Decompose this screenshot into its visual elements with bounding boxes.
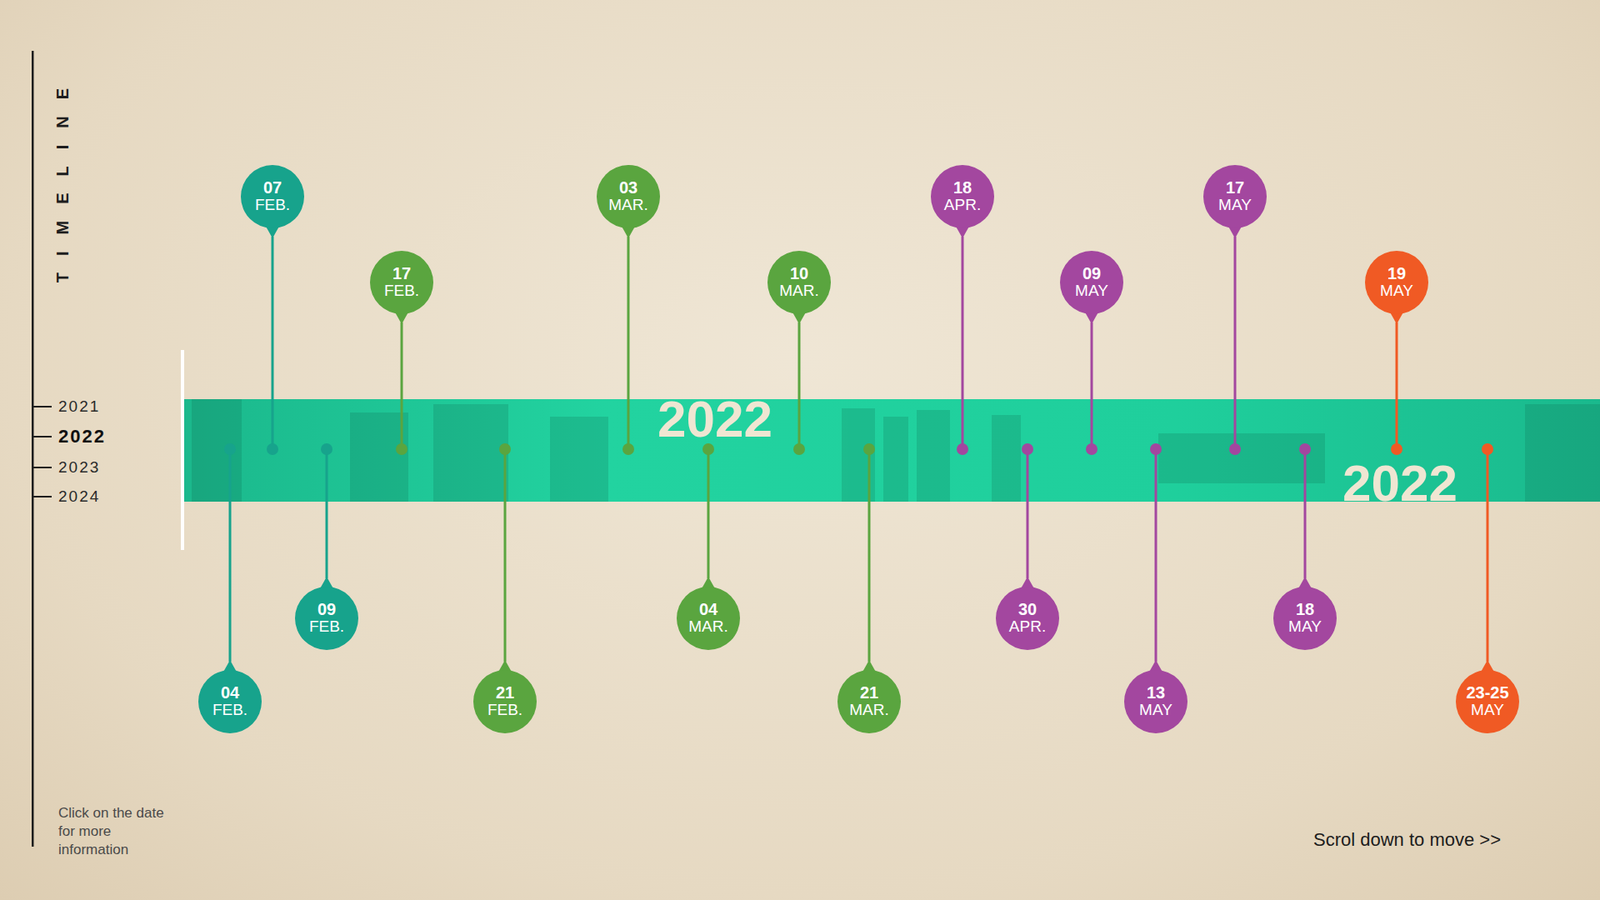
band-dot <box>863 443 875 455</box>
band-dot <box>622 443 635 455</box>
day-number: 10 <box>790 265 809 283</box>
leader-line <box>1304 449 1307 579</box>
month-name: APR. <box>944 196 981 215</box>
band-dot <box>956 443 969 455</box>
day-number: 17 <box>392 265 411 283</box>
band-dot <box>224 443 236 455</box>
month-name: MAR. <box>688 618 729 636</box>
day-number: 19 <box>1387 265 1406 283</box>
year-ticks <box>33 406 52 497</box>
date-pin: 21MAR. <box>837 670 901 734</box>
date-pin: 21FEB. <box>473 670 537 734</box>
date-pin: 18APR. <box>930 165 995 229</box>
year-option: 2021 <box>58 397 100 416</box>
month-name: MAY <box>1218 196 1252 215</box>
band-dot <box>1150 443 1162 455</box>
leader-line <box>961 236 965 450</box>
leader-line <box>707 449 710 579</box>
month-name: MAY <box>1380 282 1414 300</box>
leader-line <box>1395 322 1399 450</box>
month-name: FEB. <box>309 618 345 636</box>
band-year: 2022 <box>657 393 773 445</box>
start-marker-bar <box>180 350 185 550</box>
day-number: 21 <box>860 684 879 702</box>
leader-line <box>1090 322 1094 450</box>
vertical-title: TIMELINE <box>54 70 74 282</box>
day-number: 23-25 <box>1465 684 1509 702</box>
day-number: 17 <box>1225 179 1245 197</box>
month-name: FEB. <box>487 701 523 720</box>
scroll-hint: Scrol down to move >> <box>1313 829 1501 851</box>
month-name: FEB. <box>255 196 290 215</box>
day-number: 03 <box>619 179 638 197</box>
day-number: 09 <box>1082 265 1101 283</box>
date-pin: 03MAR. <box>596 165 660 229</box>
leader-line <box>1486 449 1490 662</box>
hint-note: Click on the date for more information <box>58 804 184 860</box>
leader-line <box>1026 449 1030 579</box>
leader-line <box>271 236 275 450</box>
month-name: MAR. <box>849 701 890 720</box>
date-pin: 09FEB. <box>295 586 359 650</box>
band-dot <box>1481 443 1494 455</box>
leader-line <box>229 449 232 662</box>
day-number: 18 <box>953 179 972 197</box>
date-pin: 23-25MAY <box>1455 670 1520 734</box>
month-name: MAY <box>1139 701 1173 720</box>
date-pin: 19MAY <box>1365 250 1429 315</box>
band-dot <box>1299 443 1311 455</box>
day-number: 13 <box>1146 684 1165 702</box>
day-number: 07 <box>263 179 282 197</box>
date-pin: 17FEB. <box>370 250 434 315</box>
month-name: MAR. <box>779 282 820 300</box>
band-dot <box>1229 443 1241 455</box>
year-option-active: 2022 <box>58 425 106 448</box>
leader-line <box>325 449 329 579</box>
date-pin: 30APR. <box>995 586 1060 650</box>
leader-line <box>504 449 507 662</box>
year-option: 2023 <box>58 458 100 477</box>
leader-line <box>400 322 404 450</box>
band-dot <box>1085 443 1098 455</box>
month-name: MAY <box>1288 618 1322 636</box>
leader-line <box>1155 449 1158 662</box>
month-name: MAY <box>1470 701 1505 720</box>
date-pin: 10MAR. <box>767 250 831 315</box>
band-dot <box>1390 443 1403 455</box>
band-dot <box>499 443 511 455</box>
band-dot <box>320 443 333 455</box>
year-option: 2024 <box>58 487 100 506</box>
date-pin: 13MAY <box>1124 670 1188 734</box>
day-number: 18 <box>1295 600 1315 619</box>
band-dot <box>395 443 408 455</box>
band-dot <box>702 443 715 455</box>
day-number: 21 <box>495 684 515 702</box>
date-pin: 09MAY <box>1060 250 1124 315</box>
month-name: MAY <box>1075 282 1109 300</box>
date-pin: 04FEB. <box>198 670 262 734</box>
date-pin: 18MAY <box>1273 586 1337 650</box>
band-dot <box>1021 443 1034 455</box>
day-number: 30 <box>1018 600 1037 619</box>
month-name: APR. <box>1009 618 1046 636</box>
band-dot <box>793 443 805 455</box>
month-name: FEB. <box>212 701 248 720</box>
day-number: 04 <box>220 684 240 702</box>
month-name: FEB. <box>384 282 420 300</box>
band-dot <box>266 443 279 455</box>
day-number: 09 <box>317 600 336 619</box>
leader-line <box>627 236 630 450</box>
timeline-axis <box>31 50 35 847</box>
month-name: MAR. <box>608 196 649 215</box>
date-pin: 07FEB. <box>240 165 305 229</box>
leader-line <box>1234 236 1237 450</box>
leader-line <box>798 322 801 450</box>
date-pin: 04MAR. <box>676 586 740 650</box>
day-number: 04 <box>699 600 718 619</box>
leader-line <box>868 449 871 662</box>
band-year: 2022 <box>1342 457 1458 510</box>
date-pin: 17MAY <box>1203 165 1267 229</box>
